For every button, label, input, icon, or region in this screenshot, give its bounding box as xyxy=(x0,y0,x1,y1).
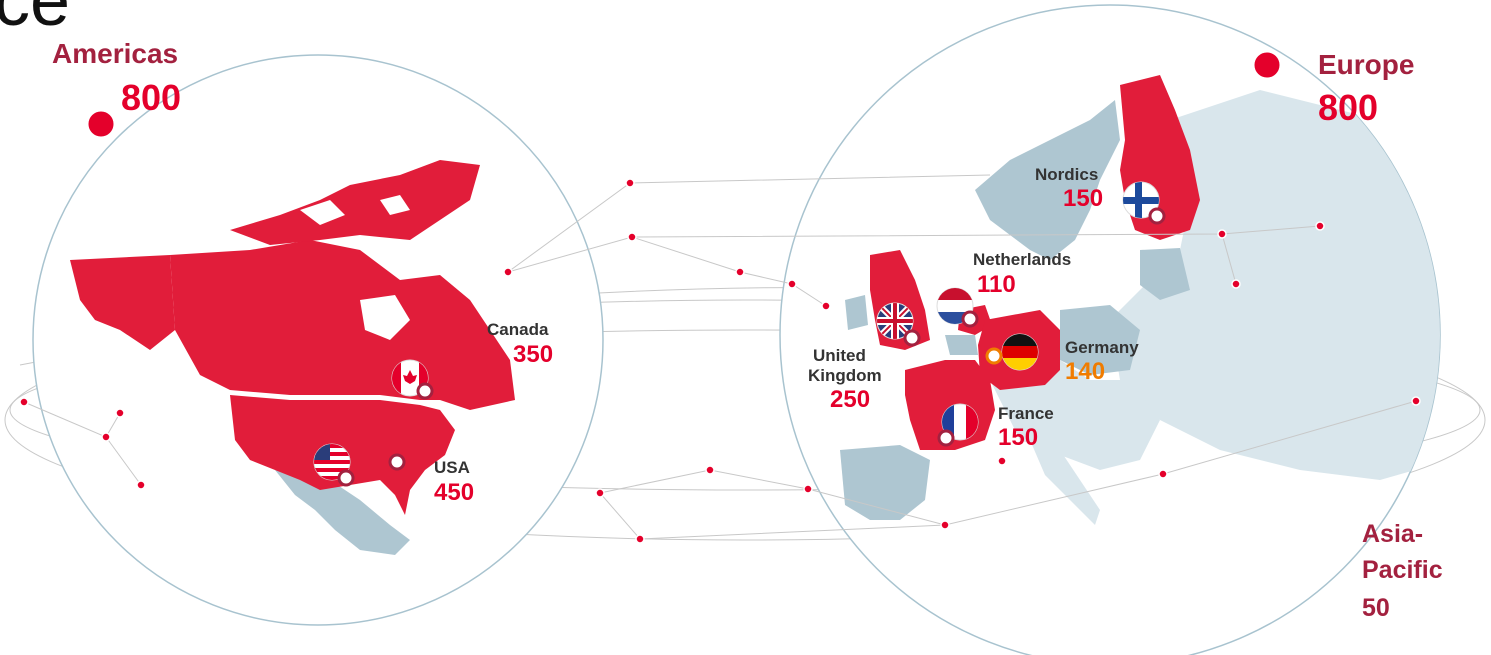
europe-label: Europe xyxy=(1318,49,1415,80)
americas-label: Americas xyxy=(52,38,179,69)
location-pin-icon xyxy=(416,382,434,400)
europe-value: 800 xyxy=(1318,87,1379,128)
flag-uk-icon xyxy=(876,302,914,340)
location-pin-icon xyxy=(337,469,355,487)
asia-pacific-label-line2: Pacific xyxy=(1362,556,1443,584)
americas-region-dot xyxy=(85,108,117,140)
poland-land xyxy=(1060,305,1140,375)
scandinavia-land xyxy=(975,100,1120,260)
network-nodes xyxy=(19,178,1421,544)
netherlands-value: 110 xyxy=(977,271,1016,298)
location-pin-icon xyxy=(388,453,406,471)
arctic-islands xyxy=(230,160,480,245)
flag-germany-icon xyxy=(1001,333,1039,371)
location-pin-icon xyxy=(961,310,979,328)
uk-label-line2: Kingdom xyxy=(808,366,882,385)
page-title-fragment: ce xyxy=(0,0,71,41)
location-pin-icon xyxy=(937,429,955,447)
germany-value: 140 xyxy=(1065,358,1106,385)
usa-label: USA xyxy=(434,458,470,477)
france-label: France xyxy=(998,404,1054,423)
canada-land xyxy=(170,240,515,410)
europe-region-dot xyxy=(1251,49,1283,81)
netherlands-label: Netherlands xyxy=(973,250,1072,269)
flag-finland-icon xyxy=(1122,181,1160,219)
americas-globe xyxy=(32,54,604,626)
mexico-land xyxy=(275,470,410,555)
uk-value: 250 xyxy=(830,386,871,413)
france-value: 150 xyxy=(998,424,1039,451)
location-pin-icon xyxy=(903,329,921,347)
asia-pacific-value: 50 xyxy=(1362,594,1390,622)
nordics-value: 150 xyxy=(1063,185,1104,212)
location-pin-icon xyxy=(1148,207,1166,225)
asia-pacific-label-line1: Asia- xyxy=(1362,520,1424,548)
usa-value: 450 xyxy=(434,479,475,506)
iberia-land xyxy=(840,445,930,520)
italy-land xyxy=(1030,440,1100,525)
location-pin-icon xyxy=(985,347,1003,365)
nordics-label: Nordics xyxy=(1035,165,1099,184)
canada-label: Canada xyxy=(487,320,549,339)
uk-label-line1: United xyxy=(813,346,866,365)
germany-label: Germany xyxy=(1065,338,1139,357)
location-pins xyxy=(337,207,1166,487)
americas-value: 800 xyxy=(121,77,182,118)
canada-value: 350 xyxy=(513,341,554,368)
alaska-land xyxy=(70,255,175,350)
